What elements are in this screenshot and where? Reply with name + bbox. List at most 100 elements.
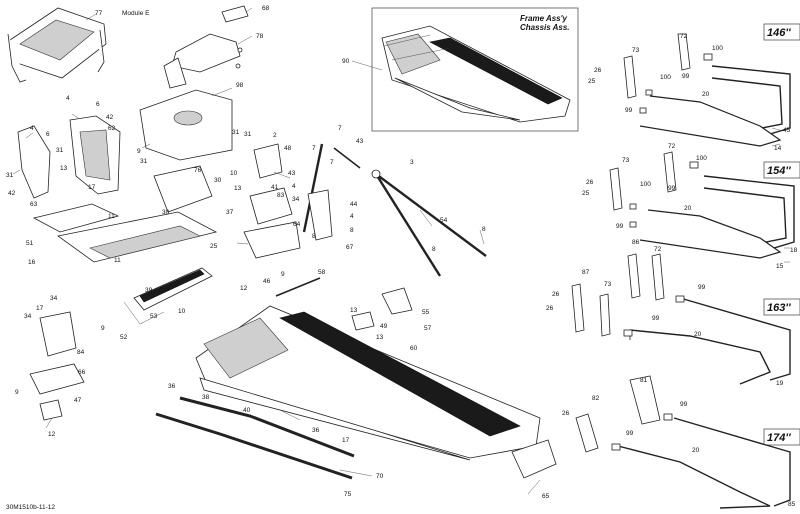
callout-34b: 34 bbox=[50, 295, 58, 302]
callout-r72c: 72 bbox=[654, 246, 662, 253]
callout-8a: 8 bbox=[350, 227, 354, 234]
callout-8d: 8 bbox=[432, 246, 436, 253]
inset-border bbox=[371, 7, 579, 132]
support-rods bbox=[275, 143, 487, 297]
callout-r100c: 100 bbox=[696, 155, 707, 162]
callout-34c: 34 bbox=[24, 313, 32, 320]
heat-exchanger-53 bbox=[123, 267, 213, 325]
callout-31b: 31 bbox=[6, 172, 14, 179]
callout-31e: 31 bbox=[244, 131, 252, 138]
callout-43b: 43 bbox=[288, 170, 296, 177]
callout-49: 49 bbox=[380, 323, 388, 330]
callout-r86: 86 bbox=[632, 239, 640, 246]
callout-r99a: 99 bbox=[682, 73, 690, 80]
callout-13b: 13 bbox=[234, 185, 242, 192]
callout-17c: 17 bbox=[342, 437, 350, 444]
callout-4b: 4 bbox=[30, 125, 34, 132]
callout-84: 84 bbox=[77, 349, 85, 356]
callout-68: 68 bbox=[262, 5, 270, 12]
tunnel-plates bbox=[32, 203, 218, 263]
callout-r99g: 99 bbox=[680, 401, 688, 408]
callout-8b: 8 bbox=[312, 233, 316, 240]
callout-r25b: 25 bbox=[582, 190, 590, 197]
callout-25: 25 bbox=[210, 243, 218, 250]
module-label: Module E bbox=[122, 10, 150, 17]
callout-41: 41 bbox=[271, 184, 279, 191]
callout-3: 3 bbox=[410, 159, 414, 166]
callout-70: 70 bbox=[376, 473, 384, 480]
callout-64: 64 bbox=[293, 221, 301, 228]
callout-r26a: 26 bbox=[594, 67, 602, 74]
callout-78: 78 bbox=[256, 33, 264, 40]
inset-chassis-drawing bbox=[381, 25, 571, 123]
side-brackets-left bbox=[17, 115, 121, 199]
callout-10a: 10 bbox=[230, 170, 238, 177]
size-163-text: 163'' bbox=[767, 302, 791, 314]
callout-r85: 85 bbox=[788, 501, 796, 508]
callout-13a: 13 bbox=[60, 165, 68, 172]
callout-r87: 87 bbox=[582, 269, 590, 276]
callout-75: 75 bbox=[344, 491, 352, 498]
callout-10b: 10 bbox=[178, 308, 186, 315]
callout-r73b: 73 bbox=[622, 157, 630, 164]
callout-66: 66 bbox=[78, 369, 86, 376]
callout-40: 40 bbox=[243, 407, 251, 414]
callout-58: 58 bbox=[318, 269, 326, 276]
callout-37: 37 bbox=[226, 209, 234, 216]
rail-group-146 bbox=[623, 33, 791, 147]
callout-2: 2 bbox=[273, 132, 277, 139]
callout-51: 51 bbox=[26, 240, 34, 247]
callout-r20b: 20 bbox=[684, 205, 692, 212]
callout-r18: 18 bbox=[790, 247, 798, 254]
callout-labels: 77 Module E 68 78 90 4 6 42 62 4 6 31 13… bbox=[6, 5, 798, 508]
callout-17b: 17 bbox=[36, 305, 44, 312]
callout-6b: 6 bbox=[46, 131, 50, 138]
callout-31d: 31 bbox=[232, 129, 240, 136]
callout-6a: 6 bbox=[96, 101, 100, 108]
slide-rails bbox=[155, 396, 355, 480]
callout-r20a: 20 bbox=[702, 91, 710, 98]
callout-42a: 42 bbox=[106, 114, 114, 121]
callout-r19: 19 bbox=[776, 380, 784, 387]
upper-brackets-68-78 bbox=[163, 5, 253, 89]
callout-54: 54 bbox=[440, 217, 448, 224]
callout-44: 44 bbox=[350, 201, 358, 208]
callout-52: 52 bbox=[120, 334, 128, 341]
callout-r99d: 99 bbox=[616, 223, 624, 230]
callout-67: 67 bbox=[346, 244, 354, 251]
callout-r20d: 20 bbox=[692, 447, 700, 454]
callout-r26d: 26 bbox=[546, 305, 554, 312]
callout-r99f: 99 bbox=[652, 315, 660, 322]
callout-r72b: 72 bbox=[668, 143, 676, 150]
callout-30a: 30 bbox=[214, 177, 222, 184]
callout-4d: 4 bbox=[350, 213, 354, 220]
callout-r73c: 73 bbox=[604, 281, 612, 288]
center-panel-98 bbox=[139, 87, 233, 161]
callout-65: 65 bbox=[542, 493, 550, 500]
callout-46: 46 bbox=[263, 278, 271, 285]
callout-9a: 9 bbox=[137, 148, 141, 155]
callout-7a: 7 bbox=[338, 125, 342, 132]
callout-57: 57 bbox=[424, 325, 432, 332]
callout-16: 16 bbox=[28, 259, 36, 266]
callout-r99c: 99 bbox=[668, 185, 676, 192]
callout-90: 90 bbox=[342, 58, 350, 65]
callout-31a: 31 bbox=[56, 147, 64, 154]
main-chassis-tunnel bbox=[195, 287, 557, 479]
callout-63: 63 bbox=[30, 201, 38, 208]
callout-48: 48 bbox=[284, 145, 292, 152]
callout-7b: 7 bbox=[312, 145, 316, 152]
callout-42b: 42 bbox=[8, 190, 16, 197]
callout-43a: 43 bbox=[356, 138, 364, 145]
callout-r26e: 26 bbox=[562, 410, 570, 417]
callout-9d: 9 bbox=[15, 389, 19, 396]
callout-11b: 11 bbox=[114, 257, 121, 264]
callout-r100b: 100 bbox=[660, 74, 671, 81]
callout-12b: 12 bbox=[48, 431, 56, 438]
callout-r20c: 20 bbox=[694, 331, 702, 338]
frame-assembly-inset: Frame Ass'y Chassis Ass. bbox=[351, 7, 579, 132]
callout-r14: 14 bbox=[774, 145, 782, 152]
rail-group-154 bbox=[609, 151, 795, 259]
callout-r100d: 100 bbox=[640, 181, 651, 188]
rail-group-163 bbox=[571, 253, 791, 385]
